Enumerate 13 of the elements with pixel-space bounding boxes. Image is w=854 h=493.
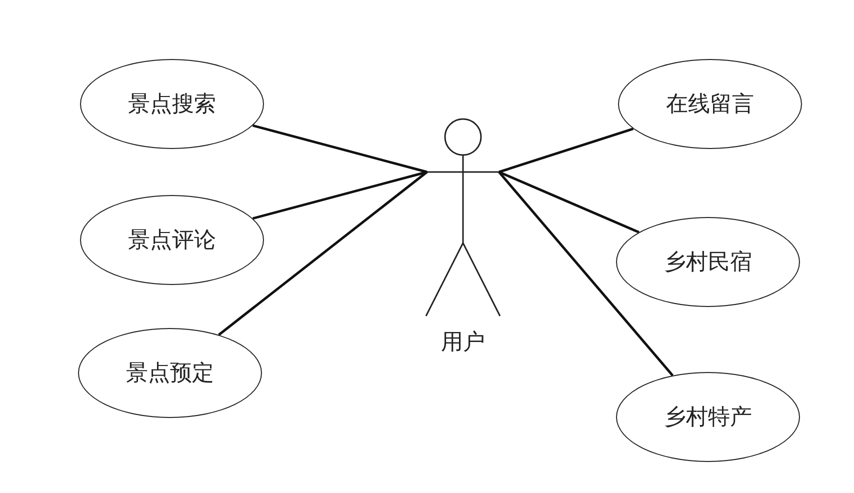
association-line bbox=[498, 171, 674, 376]
association-line bbox=[218, 171, 428, 336]
use-case-ellipse: 景点搜索 bbox=[80, 59, 264, 149]
use-case-ellipse: 景点预定 bbox=[78, 328, 262, 418]
association-line bbox=[252, 124, 428, 174]
actor-label: 用户 bbox=[440, 329, 486, 357]
use-case-ellipse: 乡村特产 bbox=[616, 372, 800, 462]
association-line bbox=[498, 170, 640, 234]
association-line bbox=[498, 128, 634, 174]
association-line bbox=[252, 170, 428, 220]
use-case-ellipse: 在线留言 bbox=[618, 59, 802, 149]
use-case-ellipse: 景点评论 bbox=[80, 195, 264, 285]
use-case-ellipse: 乡村民宿 bbox=[616, 217, 800, 307]
